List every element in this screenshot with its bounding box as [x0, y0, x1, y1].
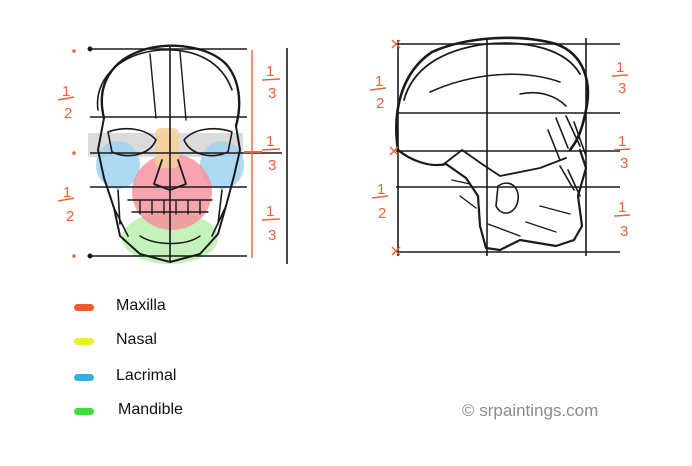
front-left-fraction-2: 1 2 — [57, 184, 74, 225]
front-right-fraction-3: 1 3 — [261, 203, 281, 244]
svg-text:3: 3 — [620, 155, 628, 172]
svg-text:1: 1 — [618, 133, 626, 150]
svg-text:2: 2 — [376, 95, 384, 112]
svg-text:1: 1 — [266, 133, 274, 150]
front-right-fraction-2: 1 3 — [261, 133, 281, 174]
svg-text:1: 1 — [375, 73, 383, 90]
side-right-fraction-2: 1 3 — [613, 133, 631, 172]
copyright-credit: © srpaintings.com — [462, 401, 599, 420]
svg-text:3: 3 — [268, 157, 276, 174]
svg-text:3: 3 — [618, 80, 626, 97]
svg-text:1: 1 — [616, 59, 624, 76]
svg-text:2: 2 — [378, 205, 386, 222]
legend-item-mandible: Mandible — [70, 400, 290, 424]
mandible-swatch — [74, 408, 94, 415]
lacrimal-region-left — [96, 141, 140, 189]
svg-text:1: 1 — [377, 181, 385, 198]
nasal-region — [155, 128, 179, 168]
svg-text:1: 1 — [266, 63, 274, 80]
legend-label-mandible: Mandible — [118, 401, 183, 418]
svg-text:2: 2 — [66, 208, 74, 225]
front-view-skull — [72, 44, 288, 264]
svg-text:3: 3 — [268, 227, 276, 244]
svg-text:1: 1 — [62, 83, 70, 100]
legend-label-maxilla: Maxilla — [116, 297, 166, 314]
side-view-skull — [389, 36, 620, 256]
svg-text:1: 1 — [618, 199, 626, 216]
side-right-fraction-3: 1 3 — [613, 199, 631, 240]
legend-item-nasal: Nasal — [70, 330, 290, 354]
svg-text:1: 1 — [63, 184, 71, 201]
bone-legend: Maxilla Nasal Lacrimal Mandible — [70, 290, 330, 430]
side-left-fraction-1: 1 2 — [369, 73, 387, 112]
svg-text:3: 3 — [268, 85, 276, 102]
side-right-fraction-1: 1 3 — [611, 59, 629, 97]
lacrimal-swatch — [74, 374, 94, 381]
svg-text:3: 3 — [620, 223, 628, 240]
side-left-fraction-2: 1 2 — [371, 181, 389, 222]
front-left-fraction-1: 1 2 — [57, 83, 75, 122]
nasal-swatch — [74, 338, 94, 345]
legend-item-maxilla: Maxilla — [70, 296, 290, 320]
svg-text:2: 2 — [64, 105, 72, 122]
legend-label-nasal: Nasal — [116, 331, 157, 348]
legend-item-lacrimal: Lacrimal — [70, 366, 290, 390]
svg-text:1: 1 — [266, 203, 274, 220]
front-right-fraction-1: 1 3 — [261, 63, 281, 102]
legend-label-lacrimal: Lacrimal — [116, 367, 177, 384]
maxilla-swatch — [74, 304, 94, 311]
